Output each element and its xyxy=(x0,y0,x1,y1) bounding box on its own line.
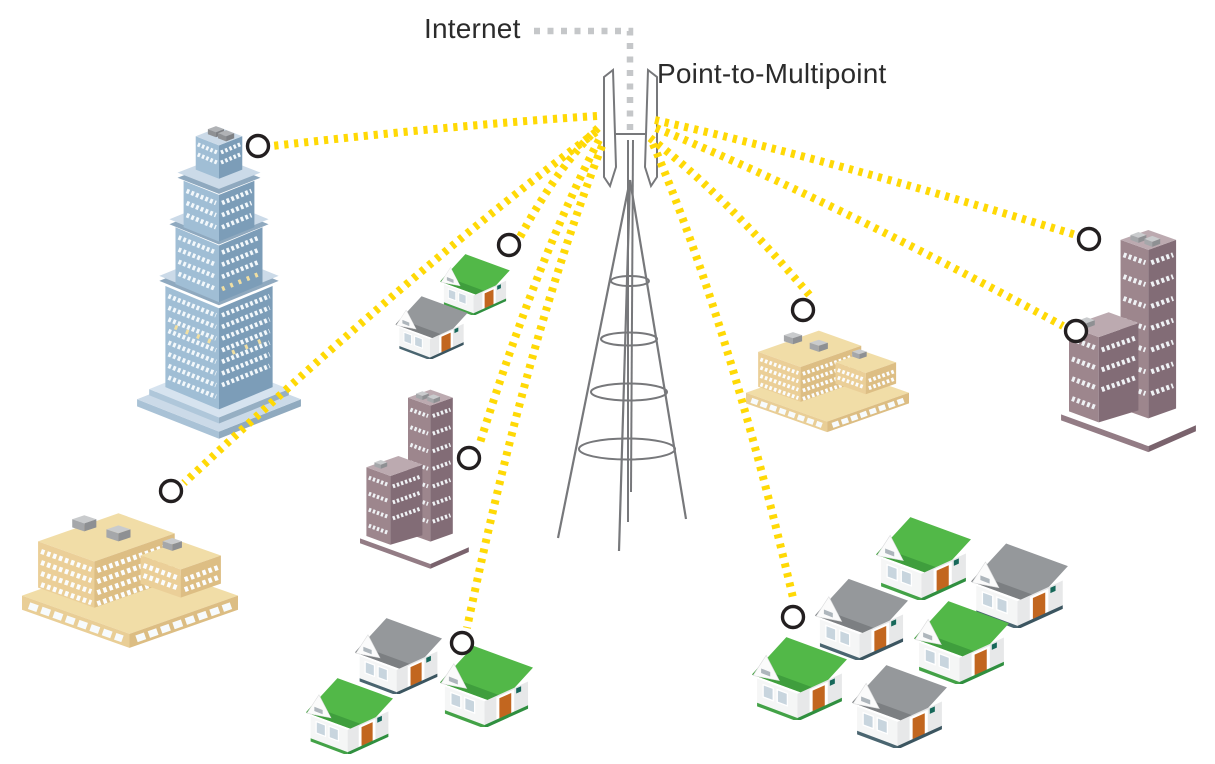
radio-tower xyxy=(556,68,688,552)
house-gray-cluster-botmid xyxy=(851,664,948,748)
house-green-cluster-top xyxy=(875,516,972,600)
link-office-right xyxy=(647,134,816,301)
antenna-panel-left xyxy=(603,68,618,189)
link-blue-skyscraper xyxy=(271,112,598,150)
antenna-panel-right xyxy=(643,68,658,189)
link-endpoints-layer xyxy=(158,133,1102,656)
apartment-building-center xyxy=(358,388,471,571)
link-apartment-right-upper xyxy=(654,116,1078,239)
link-house-trio xyxy=(463,144,606,629)
house-green-trio-left xyxy=(305,677,394,754)
link-house-cluster-right xyxy=(649,142,798,603)
wireless-links-layer xyxy=(181,112,1078,629)
link-office-left xyxy=(181,128,599,486)
link-house-pair xyxy=(516,125,601,239)
link-house-pair-endpoint xyxy=(496,232,522,258)
link-apartment-right-upper-endpoint xyxy=(1076,226,1102,252)
buildings-layer xyxy=(22,126,1196,754)
link-apartment-right-lower xyxy=(654,124,1065,330)
house-green-pair xyxy=(439,253,511,315)
internet-feed-line xyxy=(534,27,634,131)
link-apartment-right-lower-endpoint xyxy=(1063,318,1089,344)
house-gray-trio-top xyxy=(354,617,443,694)
internet-label: Internet xyxy=(424,13,521,44)
point-to-multipoint-label: Point-to-Multipoint xyxy=(657,58,887,89)
link-office-left-endpoint xyxy=(158,478,184,504)
link-apartment-center-endpoint xyxy=(456,445,482,471)
link-house-cluster-right-endpoint xyxy=(780,604,806,630)
house-gray-cluster-midleft xyxy=(814,578,909,660)
office-building-right xyxy=(746,331,909,433)
blue-skyscraper xyxy=(137,126,301,439)
internet-dashed-line xyxy=(534,27,634,131)
link-house-trio-endpoint xyxy=(449,630,475,656)
office-building-left xyxy=(22,513,238,648)
house-green-trio-right xyxy=(439,645,534,727)
link-blue-skyscraper-endpoint xyxy=(245,133,271,159)
link-office-right-endpoint xyxy=(790,297,816,323)
